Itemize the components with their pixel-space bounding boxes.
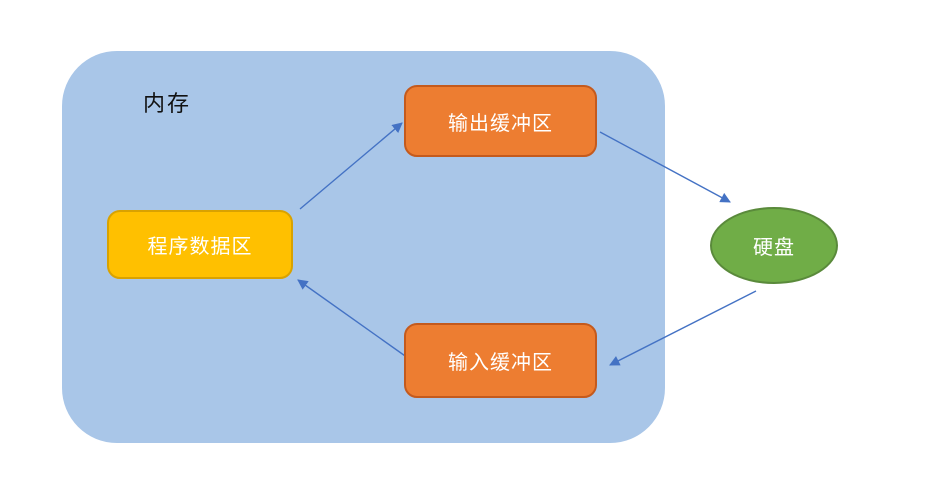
node-hard-disk-label: 硬盘 <box>753 235 795 259</box>
node-program-data: 程序数据区 <box>107 210 293 279</box>
node-output-buffer-label: 输出缓冲区 <box>448 110 553 135</box>
node-hard-disk: 硬盘 <box>710 207 838 284</box>
node-program-data-label: 程序数据区 <box>147 234 253 258</box>
memory-label: 内存 <box>143 92 192 117</box>
node-input-buffer: 输入缓冲区 <box>404 323 597 398</box>
node-output-buffer: 输出缓冲区 <box>404 85 597 157</box>
node-input-buffer-label: 输入缓冲区 <box>448 350 553 374</box>
